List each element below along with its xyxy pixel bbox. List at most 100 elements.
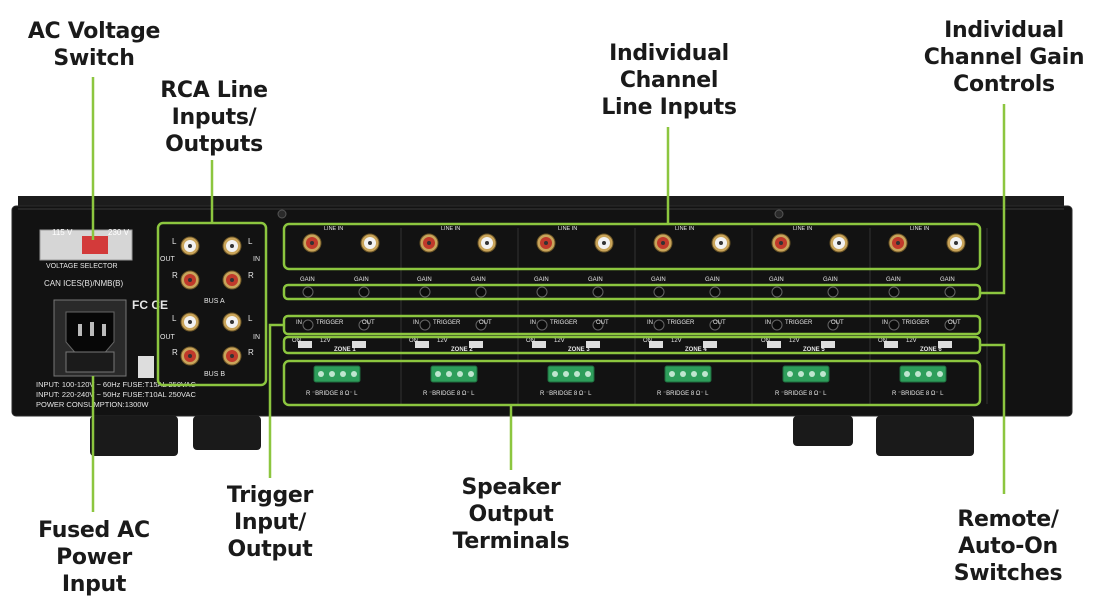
zone-2-gain-left-knob [419, 286, 431, 298]
gain-left-label: GAIN [300, 277, 315, 283]
voltage-selector-label: VOLTAGE SELECTOR [46, 263, 118, 270]
zone-5-trigger-in-jack [771, 319, 783, 331]
bridge-label: R ⁻BRIDGE 8 Ω⁻ L [540, 391, 592, 397]
bus-b-in-label: IN [253, 334, 260, 341]
bus-b-right-r: R [248, 348, 254, 357]
zone-5-terminal-screw-1 [787, 371, 793, 377]
speaker-terminals-box [282, 359, 982, 407]
zone-2-12v-switch [469, 341, 483, 348]
remote-box [282, 335, 982, 355]
trigger-label: TRIGGER [316, 320, 344, 326]
fuse-drawer [65, 351, 115, 373]
trigger-io-callout: Trigger Input/ Output [226, 483, 314, 562]
bus-a-right-l: L [248, 237, 253, 246]
zone-6-terminal-screw-2 [915, 371, 921, 377]
zone-3-terminal-screw-4 [585, 371, 591, 377]
trigger-box [282, 314, 982, 336]
trigger-in-label: IN [413, 320, 419, 326]
trigger-out-label: OUT [713, 320, 726, 326]
zone-4-terminal-screw-3 [691, 371, 697, 377]
zone-6-line-in-right-jack-pin [954, 241, 958, 245]
zone-6-terminal-screw-3 [926, 371, 932, 377]
zone-3-line-in-left-jack-pin [544, 241, 548, 245]
zone-4-line-in-left-jack-pin [661, 241, 665, 245]
bus-rca-jack-5-pin [188, 320, 192, 324]
zone-5-terminal-screw-3 [809, 371, 815, 377]
trigger-in-label: IN [530, 320, 536, 326]
zone-6-trigger-out-jack [944, 319, 956, 331]
certification-sticker [138, 356, 154, 378]
zone-1-trigger-in-jack [302, 319, 314, 331]
zone-1-terminal-screw-2 [329, 371, 335, 377]
on-label: ON [761, 338, 770, 344]
line-in-label: LINE IN [558, 226, 578, 232]
trigger-in-label: IN [765, 320, 771, 326]
zone-5-on-switch [767, 341, 781, 348]
line-in-label: LINE IN [675, 226, 695, 232]
gain-right-label: GAIN [823, 277, 838, 283]
bus-rca-jack-7-pin [188, 354, 192, 358]
trigger-leader [268, 323, 284, 478]
zone-6-terminal-screw-4 [937, 371, 943, 377]
zone-1-gain-right-knob [358, 286, 370, 298]
bus-b-left-r: R [172, 348, 178, 357]
trigger-label: TRIGGER [550, 320, 578, 326]
zone-6-on-switch [884, 341, 898, 348]
chassis-body [11, 205, 1073, 417]
zone-name: ZONE 1 [334, 347, 356, 353]
zone-3-line-in-right-jack-pin [602, 241, 606, 245]
bus-a-left-l: L [172, 237, 177, 246]
voltage-115-label: 115 V [52, 228, 73, 237]
bus-rca-jack-4-pin [230, 278, 234, 282]
ac-voltage-switch-callout: AC Voltage Switch [27, 19, 161, 71]
zone-5-speaker-terminal-block [782, 365, 830, 383]
zone-4-trigger-out-jack [709, 319, 721, 331]
rca-io-box [156, 221, 268, 387]
zone-name: ZONE 2 [451, 347, 473, 353]
zone-1-line-in-right-jack-pin [368, 241, 372, 245]
on-label: ON [526, 338, 535, 344]
gain-left-label: GAIN [534, 277, 549, 283]
zone-2-trigger-out-jack [475, 319, 487, 331]
bus-rca-jack-8-pin [230, 354, 234, 358]
line-in-label: LINE IN [910, 226, 930, 232]
zone-4-12v-switch [703, 341, 717, 348]
zone-4-terminal-screw-4 [702, 371, 708, 377]
zone-4-terminal-screw-2 [680, 371, 686, 377]
line-inputs-box [282, 222, 982, 271]
trigger-in-label: IN [647, 320, 653, 326]
zone-3-speaker-terminal-block [547, 365, 595, 383]
twelve-v-label: 12V [789, 338, 800, 344]
bridge-label: R ⁻BRIDGE 8 Ω⁻ L [892, 391, 944, 397]
gain-left-label: GAIN [651, 277, 666, 283]
zone-4-gain-right-knob [709, 286, 721, 298]
on-label: ON [878, 338, 887, 344]
bus-a-left-r: R [172, 271, 178, 280]
channel-gain-callout: Individual Channel Gain Controls [923, 18, 1085, 97]
zone-5-line-in-left-jack-pin [779, 241, 783, 245]
zone-5-terminal-screw-4 [820, 371, 826, 377]
zone-6-terminal-screw-1 [904, 371, 910, 377]
twelve-v-label: 12V [554, 338, 565, 344]
zone-6-gain-right-knob [944, 286, 956, 298]
bus-a-in-label: IN [253, 256, 260, 263]
remote-leader [980, 343, 1006, 494]
zone-5-line-in-right-jack-pin [837, 241, 841, 245]
bridge-label: R ⁻BRIDGE 8 Ω⁻ L [306, 391, 358, 397]
bus-a-out-label: OUT [160, 256, 175, 263]
zone-3-terminal-screw-3 [574, 371, 580, 377]
gain-right-label: GAIN [471, 277, 486, 283]
speaker-terminals-callout: Speaker Output Terminals [452, 475, 570, 554]
foot-3 [793, 416, 853, 446]
gain-leader [980, 104, 1006, 295]
line-in-label: LINE IN [793, 226, 813, 232]
zone-3-12v-switch [586, 341, 600, 348]
zone-2-gain-right-knob [475, 286, 487, 298]
line-in-label: LINE IN [324, 226, 344, 232]
zone-3-gain-left-knob [536, 286, 548, 298]
bridge-label: R ⁻BRIDGE 8 Ω⁻ L [775, 391, 827, 397]
zone-6-line-in-left-jack-pin [896, 241, 900, 245]
certification-label: CAN ICES(B)/NMB(B) [44, 279, 124, 288]
voltage-switch [82, 236, 108, 254]
